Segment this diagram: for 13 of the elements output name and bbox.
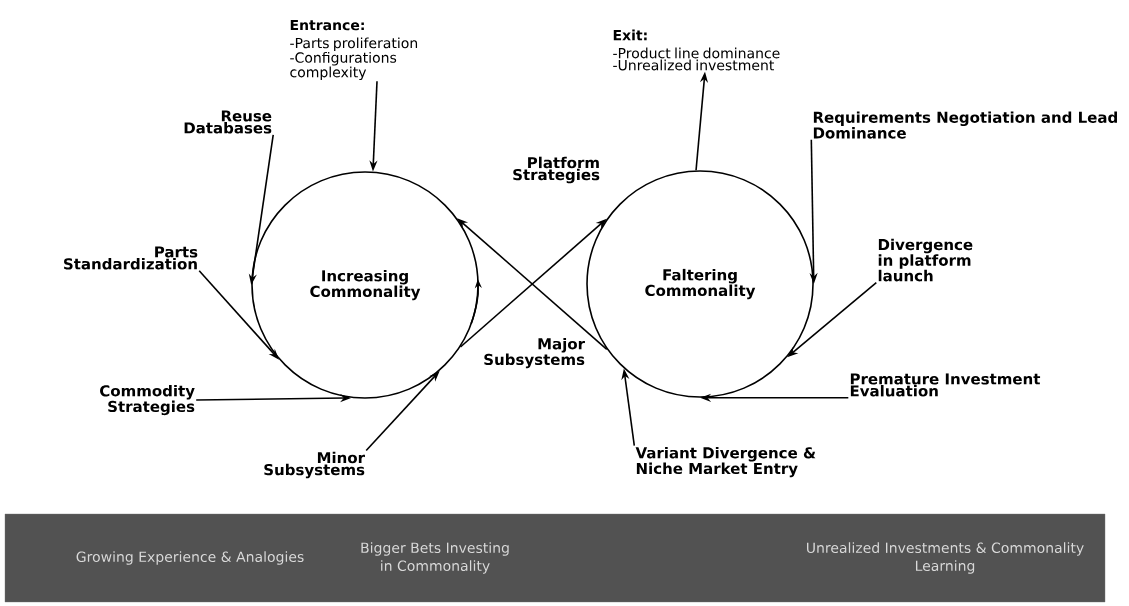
factor-label: Premature Investment Evaluation — [850, 373, 1041, 397]
factor-label: Parts Standardization — [64, 246, 198, 270]
factor-label: Minor Subsystems — [264, 451, 365, 479]
factor-label: Requirements Negotiation and Lead Dominance — [813, 111, 1117, 139]
factor-label: Divergence in platform launch — [878, 238, 973, 282]
factor-label: Commodity Strategies — [100, 384, 195, 416]
note-text: Entrance: -Parts proliferation -Configurations complexity — [290, 19, 418, 81]
note-text: Exit: -Product line dominance -Unrealized investment — [613, 29, 780, 71]
factor-label: Variant Divergence & Niche Market Entry — [635, 446, 816, 478]
line-label: Platform Strategies — [513, 156, 600, 184]
phase-band: Growing Experience & Analogies Bigger Bets Investing in Commonality Unrealized Investments & Commonality Learning — [4, 513, 1106, 603]
line-label: Major Subsystems — [484, 337, 585, 369]
factor-label: Reuse Databases — [184, 110, 272, 134]
